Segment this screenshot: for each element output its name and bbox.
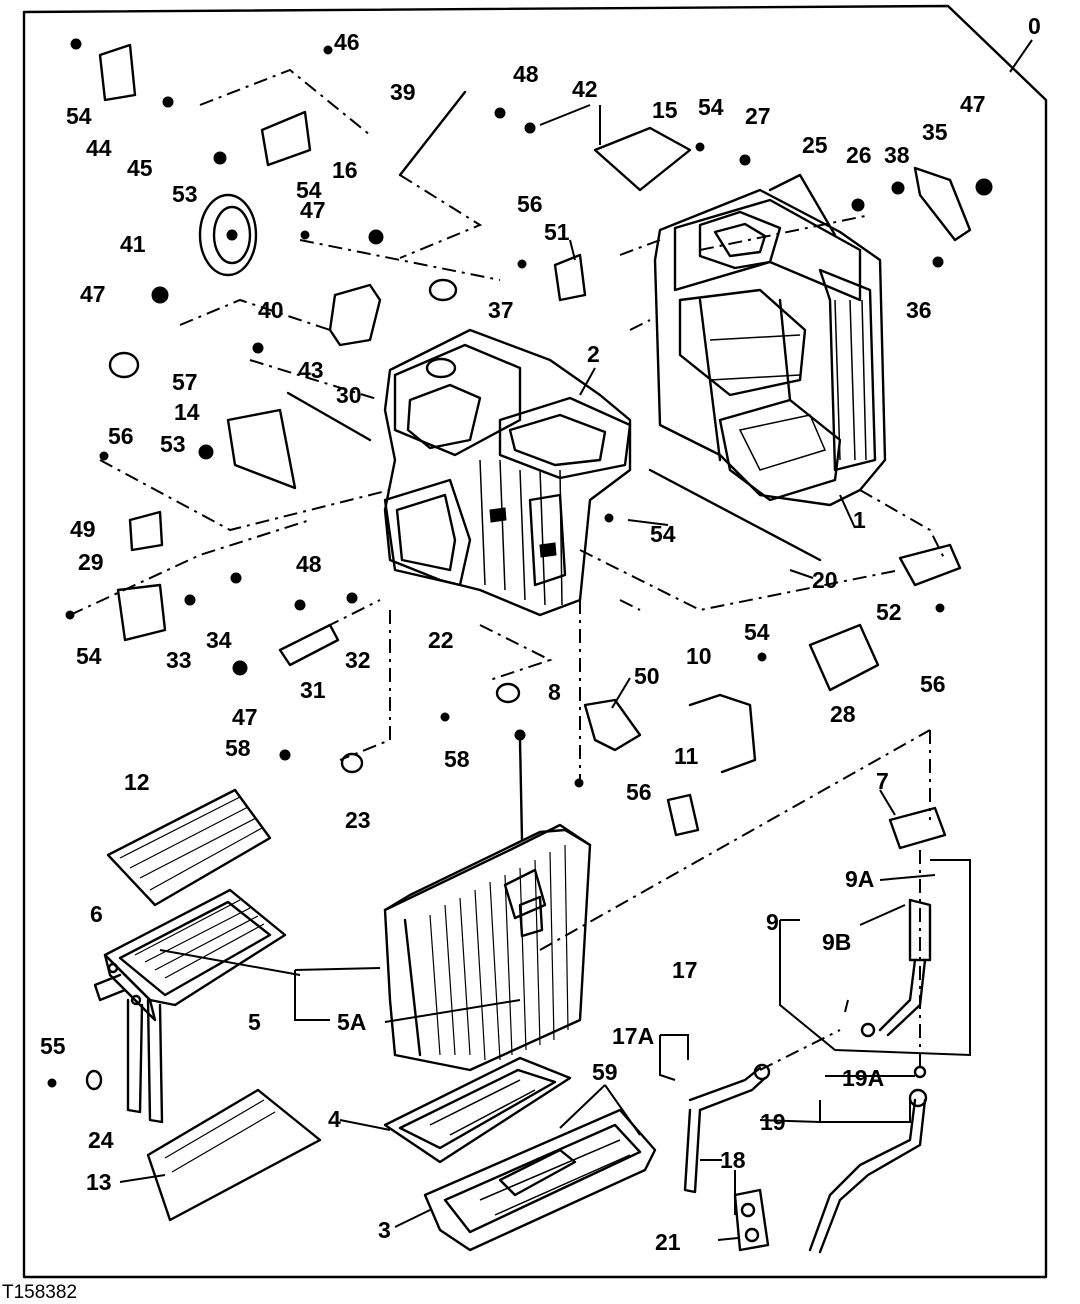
callout-4: 4 xyxy=(328,1106,341,1132)
callout-56-c: 56 xyxy=(920,671,946,697)
callout-54-d: 54 xyxy=(650,521,676,547)
callout-8: 8 xyxy=(548,679,561,705)
callout-25: 25 xyxy=(802,132,828,158)
callout-31: 31 xyxy=(300,677,326,703)
callout-16: 16 xyxy=(332,157,358,183)
callout-27: 27 xyxy=(745,103,771,129)
leader-lines xyxy=(119,104,971,1241)
callout-6: 6 xyxy=(90,901,103,927)
callout-30: 30 xyxy=(336,382,362,408)
callout-46: 46 xyxy=(334,29,360,55)
callout-19a: 19A xyxy=(842,1065,884,1091)
heater-core xyxy=(93,888,287,1124)
callout-23: 23 xyxy=(345,807,371,833)
evaporator-core xyxy=(383,823,592,1072)
callout-54-e: 54 xyxy=(744,619,770,645)
callout-54-c: 54 xyxy=(698,94,724,120)
callout-44: 44 xyxy=(86,135,112,161)
callout-29: 29 xyxy=(78,549,104,575)
callout-35: 35 xyxy=(922,119,948,145)
heater-housing xyxy=(653,188,887,507)
callout-34: 34 xyxy=(206,627,232,653)
callout-47-b: 47 xyxy=(300,197,326,223)
callout-21: 21 xyxy=(655,1229,681,1255)
callout-0: 0 xyxy=(1028,13,1041,39)
callout-47-d: 47 xyxy=(232,704,258,730)
callout-18: 18 xyxy=(720,1147,746,1173)
callout-38: 38 xyxy=(884,142,910,168)
callout-13: 13 xyxy=(86,1169,112,1195)
callout-48-a: 48 xyxy=(513,61,539,87)
callout-22: 22 xyxy=(428,627,454,653)
callout-45: 45 xyxy=(127,155,153,181)
callout-19: 19 xyxy=(760,1109,786,1135)
figure-id: T158382 xyxy=(2,1282,77,1303)
callout-39: 39 xyxy=(390,79,416,105)
callout-1: 1 xyxy=(853,507,866,533)
callout-37: 37 xyxy=(488,297,514,323)
callout-53-b: 53 xyxy=(160,431,186,457)
callout-54-f: 54 xyxy=(76,643,102,669)
callout-52: 52 xyxy=(876,599,902,625)
callout-40: 40 xyxy=(258,297,284,323)
small-parts xyxy=(47,38,993,1252)
leader-c0 xyxy=(1009,39,1033,73)
filter-panel-12 xyxy=(106,788,272,907)
callout-9b: 9B xyxy=(822,929,851,955)
callout-43: 43 xyxy=(298,357,324,383)
callout-56-d: 56 xyxy=(626,779,652,805)
callout-2: 2 xyxy=(587,341,600,367)
callout-9a: 9A xyxy=(845,866,874,892)
callout-54-a: 54 xyxy=(66,103,92,129)
callout-51: 51 xyxy=(544,219,570,245)
callout-7: 7 xyxy=(876,768,889,794)
filter-panel-13 xyxy=(146,1088,322,1222)
callout-12: 12 xyxy=(124,769,150,795)
callout-26: 26 xyxy=(846,142,872,168)
callout-33: 33 xyxy=(166,647,192,673)
callout-53-a: 53 xyxy=(172,181,198,207)
assembly-lines xyxy=(69,68,946,1071)
callout-5: 5 xyxy=(248,1009,261,1035)
callout-47-a: 47 xyxy=(960,91,986,117)
callout-57: 57 xyxy=(172,369,198,395)
callout-58-a: 58 xyxy=(225,735,251,761)
diagram-frame xyxy=(22,4,1048,1279)
callout-15: 15 xyxy=(652,97,678,123)
callout-5a: 5A xyxy=(337,1009,366,1035)
callout-41: 41 xyxy=(120,231,146,257)
callout-36: 36 xyxy=(906,297,932,323)
callout-42: 42 xyxy=(572,76,598,102)
callout-17a: 17A xyxy=(612,1023,654,1049)
callout-32: 32 xyxy=(345,647,371,673)
callout-labels: 0 1 2 3 4 5 5A 6 7 8 9 9A 9B 10 11 12 13… xyxy=(40,13,1041,1255)
callout-54-b: 54 xyxy=(296,177,322,203)
callout-49: 49 xyxy=(70,516,96,542)
callout-48-b: 48 xyxy=(296,551,322,577)
callout-59: 59 xyxy=(592,1059,618,1085)
callout-11: 11 xyxy=(674,743,699,769)
callout-3: 3 xyxy=(378,1217,391,1243)
callout-10: 10 xyxy=(686,643,712,669)
drain-pan-4 xyxy=(383,1056,572,1164)
drain-pan-3 xyxy=(423,1108,657,1252)
callout-47-c: 47 xyxy=(80,281,106,307)
callout-24: 24 xyxy=(88,1127,114,1153)
callout-28: 28 xyxy=(830,701,856,727)
blower-duct-case xyxy=(383,328,632,617)
callout-56-a: 56 xyxy=(517,191,543,217)
callout-56-b: 56 xyxy=(108,423,134,449)
callout-17: 17 xyxy=(672,957,698,983)
callout-58-b: 58 xyxy=(444,746,470,772)
callout-50: 50 xyxy=(634,663,660,689)
callout-9: 9 xyxy=(766,909,779,935)
refrigerant-lines xyxy=(683,898,932,1254)
callout-20: 20 xyxy=(812,567,838,593)
callout-55: 55 xyxy=(40,1033,66,1059)
callout-14: 14 xyxy=(174,399,200,425)
